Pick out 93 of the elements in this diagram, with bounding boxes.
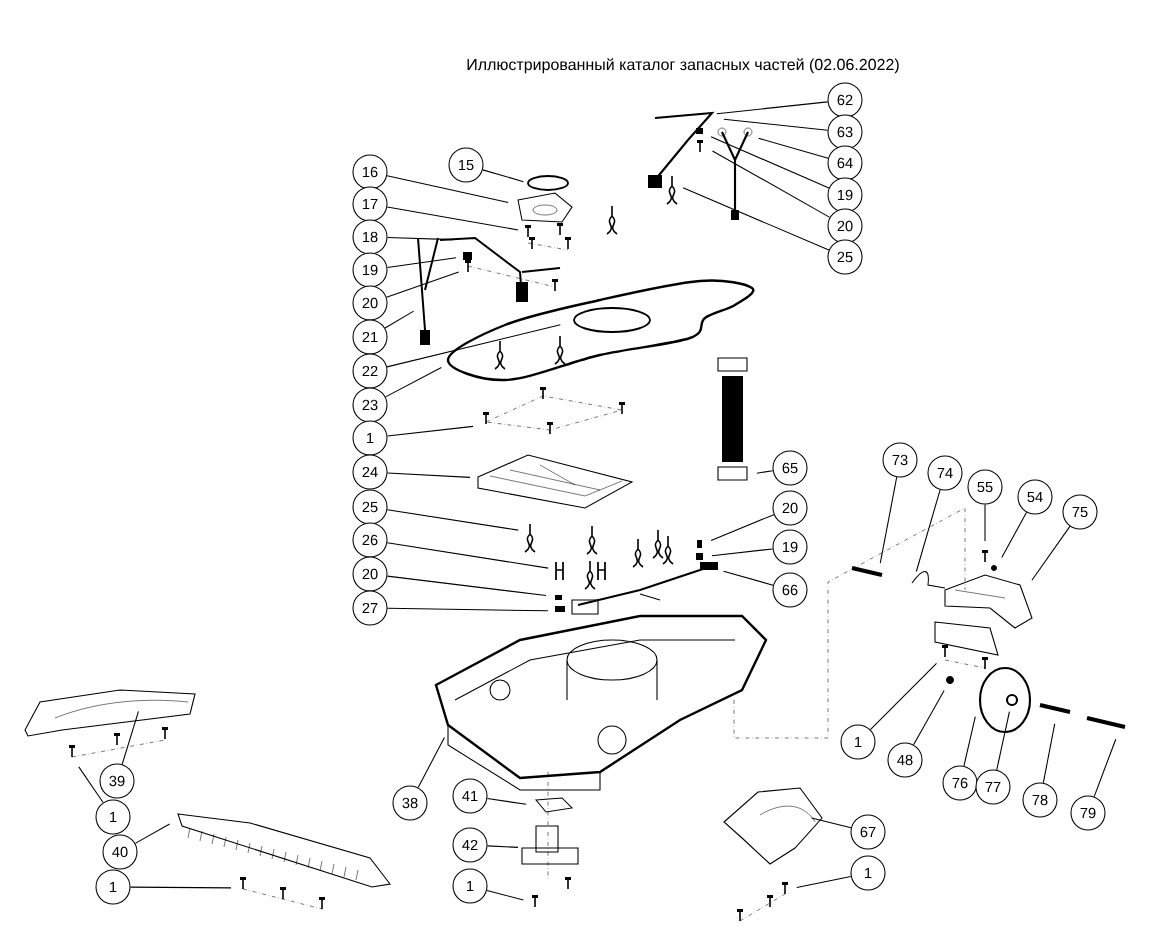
callout-number: 48 [887, 742, 923, 778]
leader-line [386, 472, 471, 478]
callout-number: 16 [352, 154, 388, 190]
callout-number: 38 [392, 785, 428, 821]
callout-number: 79 [1070, 795, 1106, 831]
leader-line [1042, 723, 1056, 784]
leader-line [710, 136, 830, 189]
callout-number: 42 [452, 827, 488, 863]
callout-number: 75 [1062, 494, 1098, 530]
callout-number: 77 [975, 769, 1011, 805]
callout-number: 1 [850, 855, 886, 891]
leader-line [811, 817, 852, 829]
callout-number: 73 [882, 442, 918, 478]
title: Иллюстрированный каталог запасных частей (02.06.2022) [467, 58, 899, 74]
leader-line [387, 237, 454, 241]
callout-number: 62 [827, 82, 863, 118]
leader-line [121, 710, 139, 765]
callout-number: 1 [95, 799, 131, 835]
callout-number: 67 [850, 814, 886, 850]
callout-number: 21 [352, 319, 388, 355]
leader-line [723, 118, 829, 131]
callout-number: 15 [448, 147, 484, 183]
callout-number: 39 [99, 763, 135, 799]
callout-number: 74 [927, 455, 963, 491]
callout-number: 20 [352, 285, 388, 321]
callout-number: 20 [352, 556, 388, 592]
callout-number: 1 [840, 724, 876, 760]
leader-line [723, 570, 774, 586]
callout-number: 40 [102, 834, 138, 870]
leader-line [711, 548, 774, 557]
callout-number: 76 [942, 765, 978, 801]
leader-line [386, 542, 549, 569]
callout-number: 25 [352, 489, 388, 525]
leader-line [796, 876, 852, 889]
leader-line [386, 509, 519, 531]
leader-line [682, 187, 830, 251]
leader-line [716, 101, 829, 115]
leader-line [879, 476, 898, 564]
leader-line [386, 257, 457, 269]
callout-number: 19 [827, 177, 863, 213]
leader-line [385, 367, 442, 398]
leader-line [487, 845, 519, 848]
leader-line [482, 169, 524, 183]
leader-line [387, 607, 549, 612]
callout-number: 64 [827, 145, 863, 181]
leader-line [386, 425, 474, 437]
callout-number: 1 [95, 869, 131, 905]
callout-number: 19 [772, 529, 808, 565]
leader-line [486, 889, 524, 901]
leader-line [756, 470, 774, 474]
leader-line [915, 489, 941, 572]
leader-line [913, 689, 945, 746]
leader-line [758, 137, 829, 159]
callout-number: 25 [827, 239, 863, 275]
leader-line [386, 175, 509, 203]
callout-number: 26 [352, 522, 388, 558]
callout-number: 27 [352, 590, 388, 626]
callout-number: 18 [352, 219, 388, 255]
callout-number: 63 [827, 114, 863, 150]
callout-number: 65 [772, 450, 808, 486]
callout-number: 1 [452, 868, 488, 904]
leader-line [417, 737, 445, 788]
callout-number: 24 [352, 454, 388, 490]
callout-number: 19 [352, 252, 388, 288]
callout-number: 22 [352, 353, 388, 389]
callout-number: 17 [352, 186, 388, 222]
leader-line [710, 514, 775, 541]
leader-line [711, 150, 831, 218]
leader-line [78, 766, 104, 804]
leader-line [386, 324, 561, 368]
leader-line [996, 711, 1010, 771]
leader-line [486, 798, 527, 805]
leader-line [984, 504, 986, 542]
leader-line [130, 886, 232, 889]
leader-line [386, 271, 460, 298]
leader-line [386, 206, 519, 231]
callout-number: 54 [1017, 479, 1053, 515]
leader-line [1031, 525, 1071, 581]
callout-number: 41 [452, 778, 488, 814]
leader-line [384, 310, 415, 329]
callout-number: 66 [772, 572, 808, 608]
leader-line [963, 716, 976, 767]
leader-line [1093, 738, 1117, 798]
callout-number: 20 [827, 208, 863, 244]
callout-number: 23 [352, 387, 388, 423]
callout-number: 55 [967, 469, 1003, 505]
callout-number: 78 [1022, 782, 1058, 818]
leader-line [869, 662, 938, 731]
callout-number: 1 [352, 420, 388, 456]
leader-line [134, 823, 171, 844]
callout-number: 20 [772, 490, 808, 526]
leader-line [386, 575, 547, 597]
leader-line [1001, 511, 1028, 558]
